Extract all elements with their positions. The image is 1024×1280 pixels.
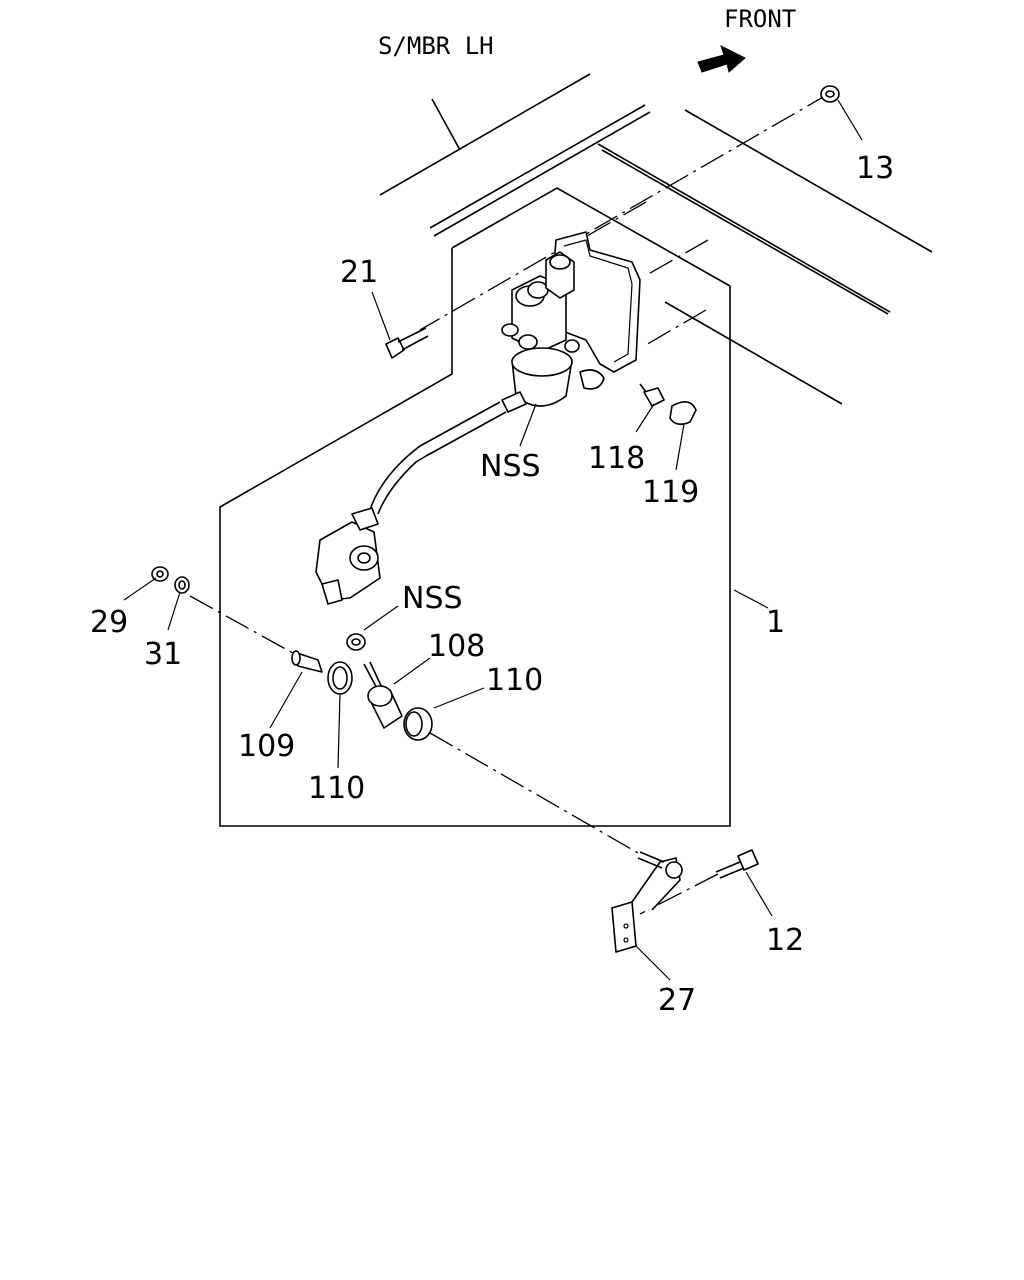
callout-110-lower: 110 xyxy=(308,771,365,806)
front-label: FRONT xyxy=(724,5,796,33)
callout-109: 109 xyxy=(238,729,295,764)
bushing-110-right xyxy=(403,707,433,741)
callout-110-right: 110 xyxy=(486,663,543,698)
cap-119 xyxy=(669,401,697,426)
bracket-27 xyxy=(611,857,683,953)
lever-arm xyxy=(315,507,381,605)
bolt-118 xyxy=(639,383,665,407)
callout-13: 13 xyxy=(856,151,894,186)
bolt-bracket-stud xyxy=(637,851,665,869)
callout-nss-upper: NSS xyxy=(480,449,541,484)
nut-nss xyxy=(346,633,366,651)
kit-outline xyxy=(219,187,731,827)
callout-29: 29 xyxy=(90,605,128,640)
link-rod xyxy=(369,391,527,515)
side-member-label: S/MBR LH xyxy=(378,32,494,60)
washer-31 xyxy=(174,576,190,594)
callout-27: 27 xyxy=(658,983,696,1018)
callout-1: 1 xyxy=(766,605,785,640)
callout-nss-lower: NSS xyxy=(402,581,463,616)
callout-21: 21 xyxy=(340,255,378,290)
bolt-21 xyxy=(385,327,429,359)
center-lines xyxy=(189,92,831,915)
callout-31: 31 xyxy=(144,637,182,672)
leader-lines xyxy=(123,99,863,981)
nut-29 xyxy=(151,566,169,582)
bushing-110-left xyxy=(327,661,353,695)
callout-108: 108 xyxy=(428,629,485,664)
pin-109 xyxy=(291,650,323,673)
leveling-valve xyxy=(501,231,641,407)
callout-118: 118 xyxy=(588,441,645,476)
nut-13 xyxy=(820,85,840,103)
callout-119: 119 xyxy=(642,475,699,510)
bushing-108 xyxy=(367,685,403,729)
front-arrow-icon xyxy=(697,45,746,73)
bolt-12 xyxy=(715,849,759,879)
side-member-frame xyxy=(379,73,933,405)
callout-12: 12 xyxy=(766,923,804,958)
